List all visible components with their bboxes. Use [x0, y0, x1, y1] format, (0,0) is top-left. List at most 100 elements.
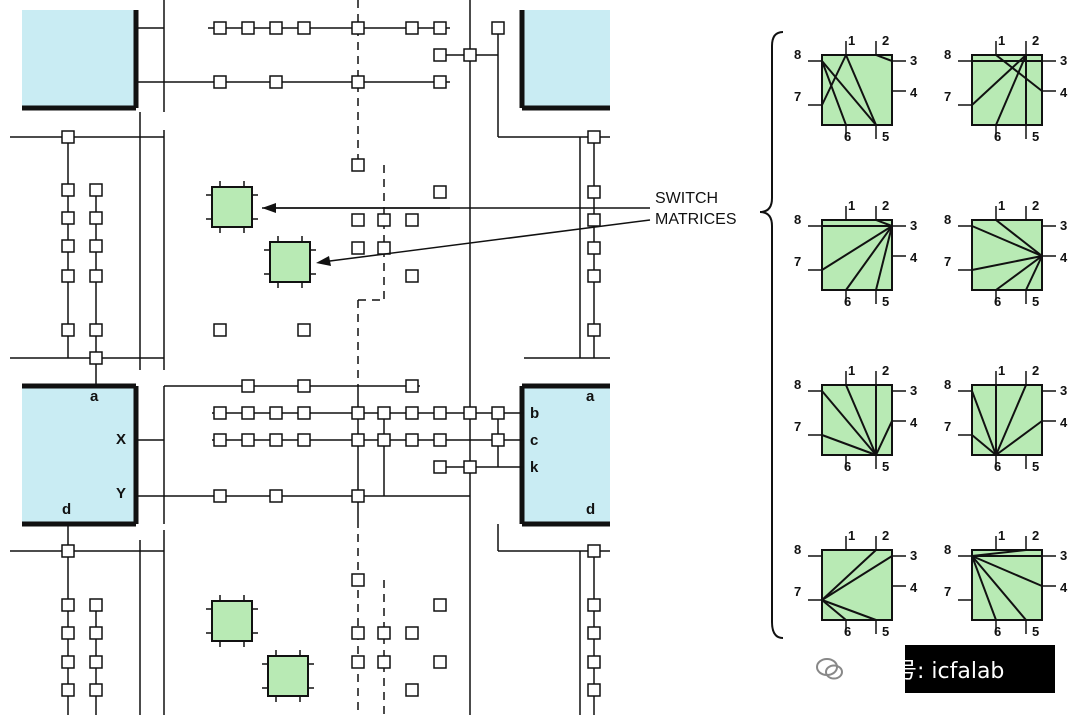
pin-label: 4: [1060, 415, 1068, 430]
switch-box: [433, 185, 447, 199]
pin-label: 3: [1060, 383, 1067, 398]
pin-label: 4: [1060, 250, 1068, 265]
switch-box: [433, 75, 447, 89]
pin-label: 7: [794, 584, 801, 599]
pin-label: 3: [910, 383, 917, 398]
pin-label: 2: [1032, 198, 1039, 213]
pin-label: 1: [998, 528, 1005, 543]
logic-block-top-left: [22, 10, 139, 111]
watermark-text: 微信号: icfalab: [851, 659, 1005, 684]
switch-box: [61, 130, 75, 144]
switch-box: [377, 213, 391, 227]
switch-box: [433, 48, 447, 62]
switch-box: [61, 544, 75, 558]
pin-label: 7: [794, 89, 801, 104]
switch-box: [377, 433, 391, 447]
switch-box: [61, 683, 75, 697]
pin-label: 4: [910, 250, 918, 265]
switch-box: [377, 626, 391, 640]
switch-box: [61, 655, 75, 669]
switch-box: [587, 241, 601, 255]
pin-label: 1: [998, 33, 1005, 48]
dashed-wires: [357, 0, 385, 715]
switch-box: [491, 433, 505, 447]
switch-box: [587, 213, 601, 227]
switch-box: [351, 433, 365, 447]
pin-label: 7: [944, 254, 951, 269]
switch-box: [587, 598, 601, 612]
label-left-x: X: [116, 431, 126, 448]
pin-label: 3: [1060, 548, 1067, 563]
switch-box: [463, 48, 477, 62]
switch-box: [241, 406, 255, 420]
switch-box: [61, 598, 75, 612]
pin-label: 8: [794, 47, 801, 62]
pin-label: 2: [1032, 33, 1039, 48]
label-right-b: b: [530, 405, 539, 422]
switch-box: [587, 683, 601, 697]
switch-matrix: [206, 181, 258, 233]
pin-label: 4: [1060, 85, 1068, 100]
pin-label: 1: [848, 198, 855, 213]
pin-label: 8: [944, 47, 951, 62]
arrow-head-icon: [262, 203, 276, 213]
pin-label: 1: [848, 363, 855, 378]
pin-label: 4: [1060, 580, 1068, 595]
pin-label: 5: [1032, 624, 1039, 639]
switch-box: [89, 323, 103, 337]
pin-label: 2: [882, 33, 889, 48]
switch-box: [587, 130, 601, 144]
pin-label: 3: [910, 548, 917, 563]
switch-box: [89, 183, 103, 197]
label-right-d: d: [586, 501, 595, 518]
pin-label: 8: [944, 542, 951, 557]
switch-box: [89, 598, 103, 612]
switch-box: [587, 544, 601, 558]
routing-switches: [61, 21, 601, 697]
switch-matrix: [262, 650, 314, 702]
pin-label: 5: [1032, 129, 1039, 144]
switch-box: [213, 75, 227, 89]
pin-label: 4: [910, 85, 918, 100]
pin-label: 6: [994, 294, 1001, 309]
switch-box: [405, 626, 419, 640]
switch-matrices-callout: SWITCH MATRICES: [262, 31, 784, 639]
pin-label: 1: [998, 363, 1005, 378]
pin-label: 8: [794, 377, 801, 392]
switch-box: [89, 683, 103, 697]
switch-box: [213, 433, 227, 447]
pin-label: 8: [794, 542, 801, 557]
callout-line-2: MATRICES: [655, 211, 736, 228]
label-left-y: Y: [116, 485, 126, 502]
grid-switch-matrices: [206, 181, 316, 702]
pin-label: 3: [910, 218, 917, 233]
label-left-d: d: [62, 501, 71, 518]
pin-label: 3: [910, 53, 917, 68]
switch-box: [405, 433, 419, 447]
switch-box: [351, 489, 365, 503]
watermark: 微信号: icfalab: [816, 645, 1055, 693]
switch-box: [433, 433, 447, 447]
switch-box: [89, 655, 103, 669]
pin-label: 2: [882, 198, 889, 213]
switch-box: [587, 626, 601, 640]
pin-label: 7: [944, 89, 951, 104]
switch-box: [89, 269, 103, 283]
switch-box: [61, 211, 75, 225]
pin-label: 5: [882, 459, 889, 474]
switch-box: [587, 655, 601, 669]
switch-box: [587, 323, 601, 337]
switch-box: [61, 269, 75, 283]
switch-box: [89, 626, 103, 640]
switch-box: [433, 406, 447, 420]
pin-label: 3: [1060, 218, 1067, 233]
label-left-a: a: [90, 388, 99, 405]
switch-box: [405, 683, 419, 697]
switch-box: [241, 21, 255, 35]
